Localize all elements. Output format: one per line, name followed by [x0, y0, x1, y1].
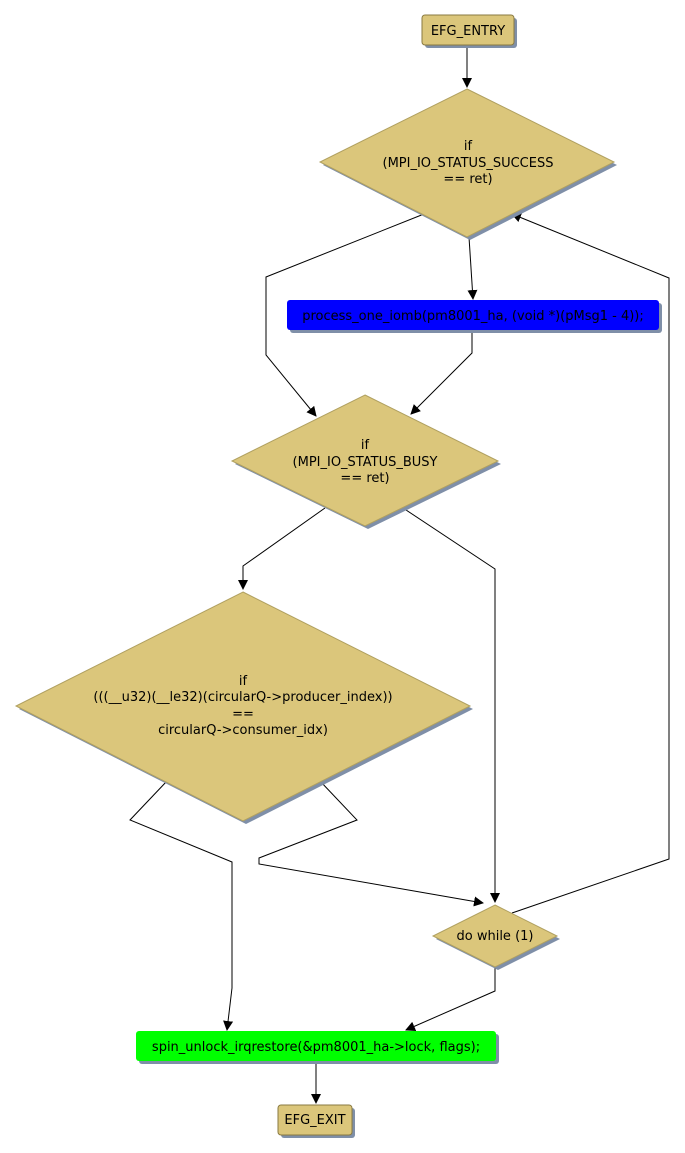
node-process-iomb-label: process_one_iomb(pm8001_ha, (void *)(pMs…: [302, 309, 644, 324]
node-cond-busy-line-2: (MPI_IO_STATUS_BUSY: [293, 455, 438, 470]
edges: [129, 46, 670, 1104]
node-cond-success-diamond: [318, 88, 616, 238]
node-exit-label: EFG_EXIT: [284, 1113, 345, 1128]
node-exit[interactable]: EFG_EXIT: [277, 1104, 355, 1138]
node-entry[interactable]: EFG_ENTRY: [421, 14, 517, 48]
node-entry-label: EFG_ENTRY: [431, 24, 505, 39]
edge-cond-success-to-cond-busy: [265, 213, 425, 417]
node-cond-success-line-1: if: [464, 139, 473, 154]
edge-cond-success-to-process-iomb: [467, 236, 478, 300]
node-cond-index-diamond: [14, 591, 472, 822]
node-process-iomb[interactable]: process_one_iomb(pm8001_ha, (void *)(pMs…: [287, 300, 662, 333]
node-cond-index[interactable]: if (((__u32)(__le32)(circularQ->producer…: [14, 591, 473, 824]
node-cond-busy-line-1: if: [361, 438, 370, 453]
edge-cond-busy-to-do-while: [402, 507, 500, 903]
node-exit-box: [277, 1104, 353, 1136]
edge-do-while-to-spin-unlock: [405, 967, 496, 1031]
node-do-while-label: do while (1): [457, 929, 534, 944]
node-cond-busy-diamond: [230, 394, 500, 527]
node-spin-unlock-label: spin_unlock_irqrestore(&pm8001_ha->lock,…: [152, 1040, 480, 1055]
node-do-while-diamond: [431, 904, 559, 968]
node-cond-index-line-2: (((__u32)(__le32)(circularQ->producer_in…: [93, 690, 392, 705]
node-cond-index-line-3: ==: [232, 707, 254, 722]
node-spin-unlock[interactable]: spin_unlock_irqrestore(&pm8001_ha->lock,…: [136, 1031, 499, 1064]
node-cond-success-line-3: == ret): [443, 172, 492, 187]
node-cond-index-line-4: circularQ->consumer_idx): [158, 723, 328, 738]
node-cond-busy-line-3: == ret): [340, 471, 389, 486]
node-do-while[interactable]: do while (1): [431, 904, 560, 970]
node-cond-busy[interactable]: if (MPI_IO_STATUS_BUSY == ret): [230, 394, 501, 529]
node-process-iomb-box: [287, 300, 659, 330]
edge-cond-index-to-do-while: [258, 780, 484, 907]
node-cond-success-line-2: (MPI_IO_STATUS_SUCCESS: [383, 156, 554, 171]
edge-cond-index-to-spin-unlock: [129, 780, 234, 1031]
edge-process-iomb-to-cond-busy: [410, 331, 473, 415]
node-cond-index-line-1: if: [239, 674, 248, 689]
edge-do-while-to-cond-success: [511, 212, 670, 914]
node-spin-unlock-box: [136, 1031, 496, 1061]
edge-cond-busy-to-cond-index: [238, 507, 326, 590]
node-cond-success[interactable]: if (MPI_IO_STATUS_SUCCESS == ret): [318, 88, 617, 240]
node-entry-box: [421, 14, 515, 46]
